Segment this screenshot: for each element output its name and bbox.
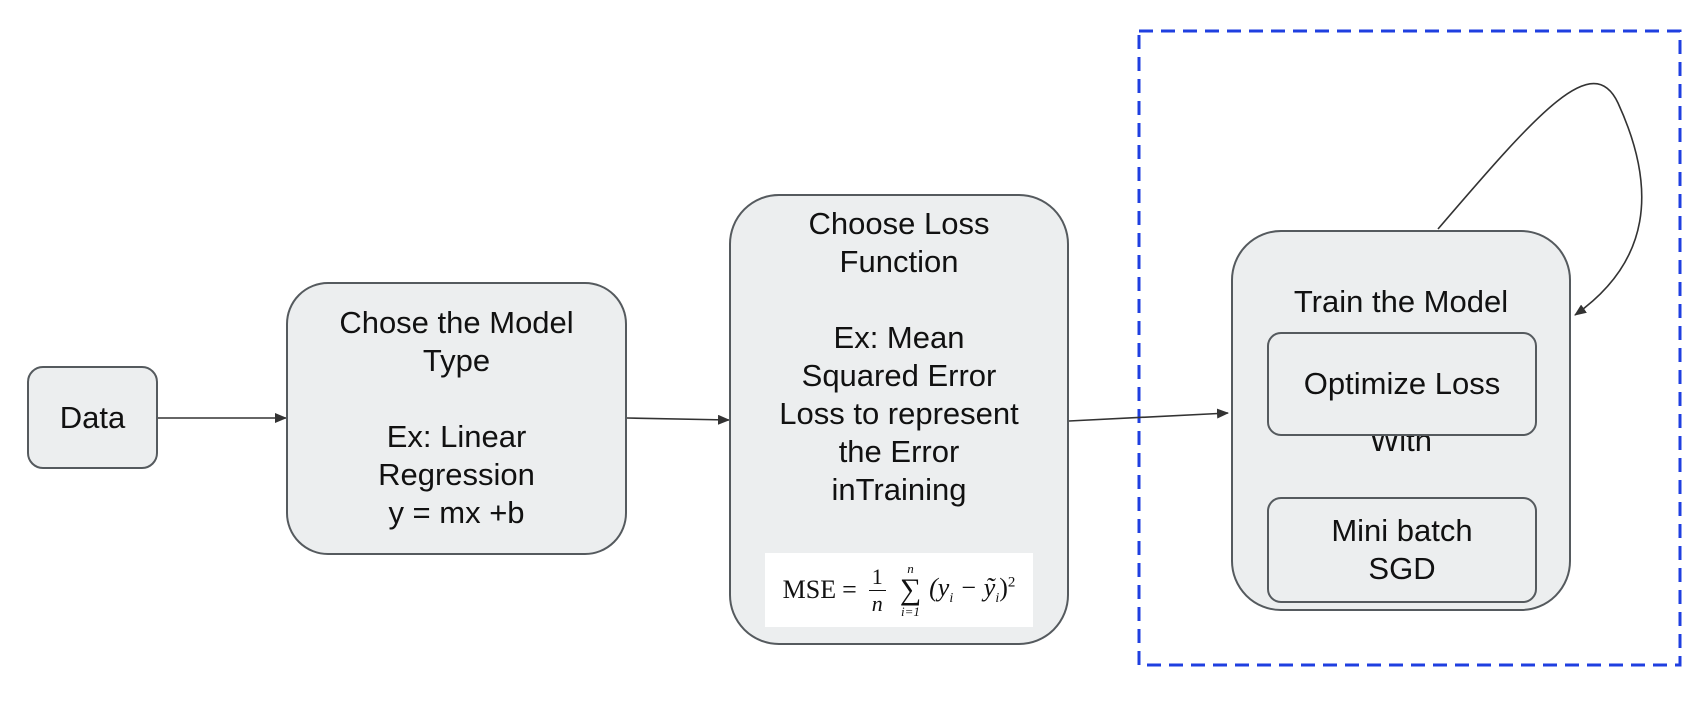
training-region-dashed-border xyxy=(1137,29,1682,667)
formula-lhs: MSE xyxy=(782,575,837,604)
model-equation: y = mx +b xyxy=(388,495,525,530)
train-model-title: Train the Model xyxy=(1293,284,1509,319)
loop-arrow-train xyxy=(1437,83,1643,316)
formula-term: (yi − ỹi)2 xyxy=(929,572,1016,607)
model-example-line-1: Ex: Linear xyxy=(386,419,527,454)
data-label: Data xyxy=(59,399,126,435)
loss-example-line-1: Ex: Mean xyxy=(833,320,965,355)
loss-example-line-3: Loss to represent xyxy=(779,396,1019,431)
sgd-line-1: Mini batch xyxy=(1331,513,1473,548)
formula-numerator: 1 xyxy=(868,565,886,591)
arrow-model-to-loss xyxy=(626,414,730,425)
formula-equals: = xyxy=(842,575,857,604)
formula-sum-symbol: ∑ xyxy=(899,573,922,606)
formula-denominator: n xyxy=(871,590,883,616)
mse-formula: MSE = 1 n n ∑ i=1 (yi − ỹi)2 xyxy=(765,553,1033,627)
minibatch-sgd-box: Mini batch SGD xyxy=(1267,497,1537,603)
data-box: Data xyxy=(27,366,158,469)
choose-model-box: Chose the Model Type Ex: Linear Regressi… xyxy=(286,282,627,555)
optimize-loss-label: Optimize Loss xyxy=(1303,366,1501,401)
formula-sum-bottom: i=1 xyxy=(901,604,920,619)
loss-example-line-2: Squared Error xyxy=(801,358,997,393)
sgd-line-2: SGD xyxy=(1368,551,1436,586)
loss-title-line-2: Function xyxy=(839,244,959,279)
arrow-loss-to-train xyxy=(1068,408,1229,422)
formula-sum-top: n xyxy=(907,561,914,576)
model-title-line-1: Chose the Model xyxy=(339,305,574,340)
model-title-line-2: Type xyxy=(422,343,491,378)
optimize-loss-box: Optimize Loss xyxy=(1267,332,1537,436)
loss-title-line-1: Choose Loss xyxy=(808,206,990,241)
formula-summation: n ∑ i=1 xyxy=(900,562,921,618)
formula-fraction: 1 n xyxy=(868,565,886,616)
loss-example-line-5: inTraining xyxy=(831,472,967,507)
loss-example-line-4: the Error xyxy=(838,434,960,469)
model-example-line-2: Regression xyxy=(378,457,535,492)
